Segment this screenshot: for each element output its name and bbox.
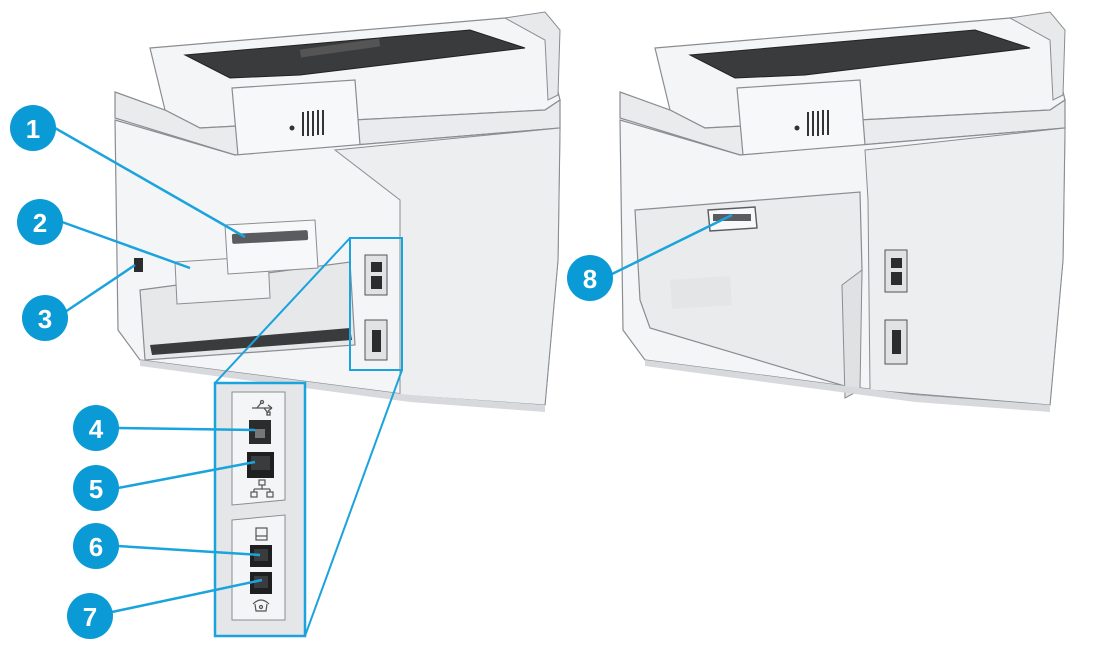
zoom-leader-bottom	[304, 369, 403, 637]
leader-8	[609, 213, 733, 277]
leader-3	[64, 263, 136, 314]
callout-5-label: 5	[89, 474, 103, 504]
callout-4: 4	[73, 405, 119, 451]
duplex-latch-left	[231, 230, 309, 244]
port-block-top-right	[884, 249, 908, 293]
zoom-ethernet-inner	[251, 456, 270, 470]
duplex-handle-left	[224, 219, 319, 275]
callout-1-label: 1	[26, 114, 40, 144]
feet-left	[140, 360, 545, 412]
callout-7: 7	[67, 593, 113, 639]
leader-2	[61, 220, 191, 270]
callout-1: 1	[10, 105, 56, 151]
ports-area-left	[349, 237, 403, 371]
printer-right	[619, 11, 1066, 412]
leader-5	[117, 460, 256, 490]
callout-6: 6	[73, 523, 119, 569]
leader-7	[111, 578, 263, 614]
port-fax-left	[372, 330, 381, 352]
callout-4-label: 4	[89, 414, 104, 444]
printer-left	[114, 11, 561, 412]
port-fax-right	[892, 330, 901, 354]
port-zoom-panel	[213, 237, 403, 638]
usb-icon	[252, 399, 273, 416]
callout-6-label: 6	[89, 532, 103, 562]
callout-2: 2	[17, 199, 63, 245]
duplex-side-right	[841, 268, 863, 399]
power-connector-left	[134, 258, 143, 272]
duplex-label-right	[670, 276, 732, 309]
rear-module-right	[736, 79, 866, 156]
zoom-fax-port-inner	[254, 549, 268, 561]
rear-door-slot-left	[150, 328, 352, 355]
callout-7-label: 7	[83, 602, 97, 632]
port-eth-right	[891, 272, 902, 285]
telephone-icon	[252, 599, 270, 612]
rear-module-left	[231, 79, 361, 156]
callout-2-label: 2	[33, 208, 47, 238]
adf-tray-left	[183, 29, 526, 79]
vent-slots-right	[807, 110, 829, 136]
port-usb-right	[891, 258, 902, 268]
callout-5: 5	[73, 465, 119, 511]
vent-slots-left	[302, 110, 324, 136]
zoom-leader-top	[214, 237, 351, 384]
leader-6	[117, 544, 261, 557]
leader-4	[117, 426, 256, 432]
zoom-module-lower	[231, 514, 286, 621]
port-eth-left	[371, 276, 382, 289]
zoom-module-upper	[231, 391, 286, 506]
zoom-phone-port-inner	[254, 576, 268, 588]
duplex-latch-right	[713, 214, 751, 221]
indicator-left	[289, 125, 295, 131]
indicator-right	[794, 125, 800, 131]
adf-hinge-left	[503, 11, 561, 101]
callout-8: 8	[567, 255, 613, 301]
adf-hinge-right	[1008, 11, 1066, 101]
adf-slot-left	[299, 38, 381, 58]
callout-3: 3	[22, 295, 68, 341]
adf-tray-right	[688, 29, 1031, 79]
callout-3-label: 3	[38, 304, 52, 334]
leader-lines	[54, 126, 733, 614]
port-usb-left	[371, 262, 382, 272]
network-icon	[250, 479, 274, 498]
callout-8-label: 8	[583, 264, 597, 294]
leader-1	[54, 126, 246, 239]
feet-right	[645, 360, 1050, 412]
zoom-usb-port-inner	[255, 429, 265, 438]
fax-line-icon	[255, 527, 268, 541]
